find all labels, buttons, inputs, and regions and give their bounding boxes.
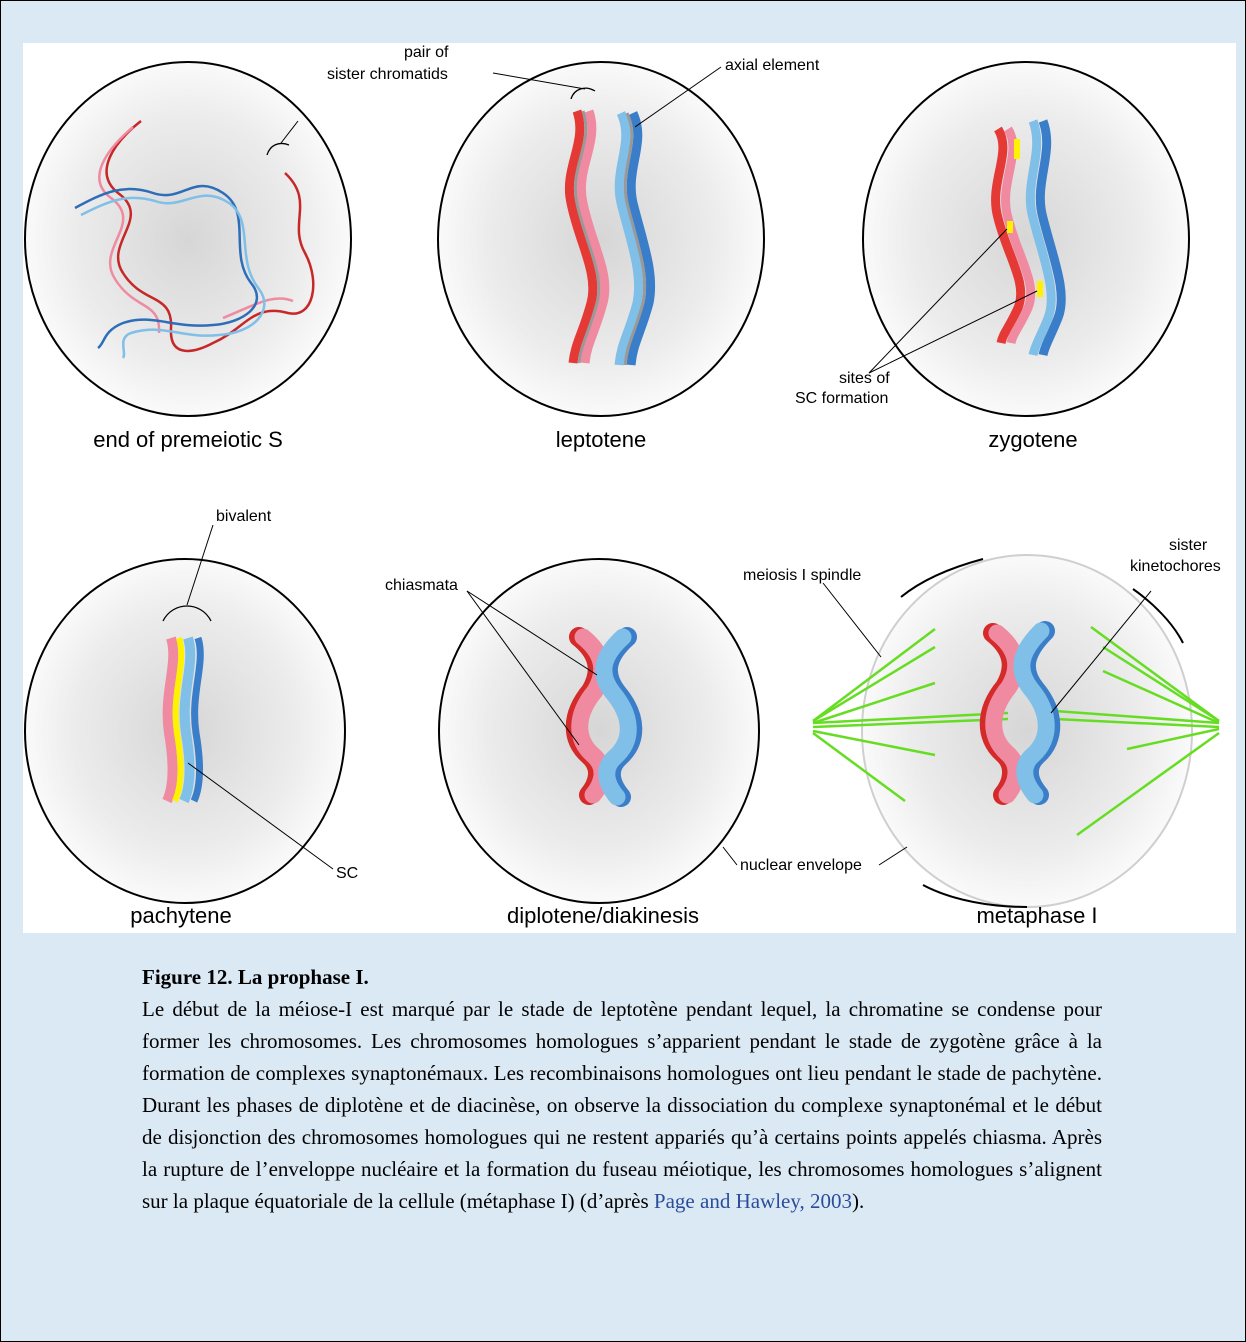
stage-label-diplotene: diplotene/diakinesis — [507, 903, 699, 928]
leader-line — [466, 590, 580, 746]
caption-title: Figure 12. La prophase I. — [142, 965, 369, 989]
chromosome-light-blue — [1013, 622, 1055, 804]
chromosome-light-blue — [179, 636, 196, 804]
envelope-fragment — [900, 558, 984, 598]
label-axial-element: axial element — [725, 57, 820, 74]
axial-element-left — [573, 110, 601, 364]
chromatid-light-blue — [80, 194, 266, 359]
leader-line — [822, 582, 882, 658]
stage-label-zygotene: zygotene — [988, 427, 1077, 452]
meiosis-diagram: pair of sister chromatids axial element … — [24, 44, 1221, 928]
figure-caption: Figure 12. La prophase I. Le début de la… — [142, 961, 1102, 1217]
nuclear-envelope — [862, 61, 1190, 417]
label-kinetochores: kinetochores — [1130, 558, 1221, 575]
leader-line — [634, 66, 722, 128]
chromosome-blue — [626, 111, 656, 366]
chromosome-light-blue — [595, 628, 637, 806]
chromosome-blue — [190, 636, 204, 803]
label-bivalent: bivalent — [216, 508, 272, 525]
leader-line — [187, 762, 334, 870]
cell-zygotene — [862, 61, 1190, 417]
stage-label-premeiotic-s: end of premeiotic S — [93, 427, 283, 452]
caption-body: Le début de la méiose-I est marqué par l… — [142, 997, 1102, 1213]
envelope-fragment — [922, 884, 1028, 908]
leader-line — [186, 524, 214, 606]
cell-premeiotic-s — [24, 61, 352, 417]
chromosome-red — [564, 109, 598, 364]
chromosome-light-blue — [614, 111, 644, 366]
chromosome-pink — [1001, 126, 1036, 345]
label-sites-of: sites of — [839, 370, 890, 387]
leader-line — [1050, 590, 1152, 714]
nuclear-envelope — [438, 558, 760, 904]
envelope-fragment — [1132, 588, 1184, 644]
stage-label-pachytene: pachytene — [130, 903, 232, 928]
cell-metaphase — [812, 554, 1220, 908]
label-sc-formation: SC formation — [795, 390, 888, 407]
chromosome-light-blue — [1025, 119, 1056, 357]
sc-site — [1014, 139, 1020, 159]
caption-text: Le début de la méiose-I est marqué par l… — [142, 993, 1102, 1217]
chromatid-pink — [98, 126, 294, 334]
cell-leptotene — [437, 61, 765, 417]
leader-line — [878, 846, 908, 866]
bivalent-bracket — [162, 605, 212, 622]
caption-end: ). — [852, 1189, 865, 1213]
cell-pachytene — [24, 524, 346, 904]
leader-line — [722, 846, 738, 866]
figure-diagram: pair of sister chromatids axial element … — [23, 43, 1236, 933]
stage-label-metaphase: metaphase I — [976, 903, 1097, 928]
nuclear-envelope — [24, 61, 352, 417]
meiosis-spindle — [812, 625, 1220, 837]
leader-line — [492, 72, 586, 90]
nuclear-envelope — [861, 554, 1193, 908]
citation-link[interactable]: Page and Hawley, 2003 — [653, 1189, 853, 1213]
chromosome-pink — [162, 636, 179, 804]
chromosome-red — [991, 126, 1026, 345]
sc-site — [1007, 221, 1013, 233]
sister-pair-bracket — [266, 142, 290, 156]
leader-line — [868, 228, 1008, 374]
label-sc: SC — [336, 865, 358, 882]
chromosome-pink — [576, 109, 610, 364]
leader-line — [868, 290, 1038, 374]
stage-label-leptotene: leptotene — [556, 427, 647, 452]
label-sister: sister — [1169, 537, 1208, 554]
axial-element-right — [623, 112, 647, 366]
chromatid-blue — [74, 184, 259, 350]
chromatid-red — [105, 120, 315, 353]
label-nuclear-envelope: nuclear envelope — [740, 857, 862, 874]
sc-site — [1037, 281, 1043, 297]
leader-line — [280, 120, 299, 144]
sister-pair-bracket — [570, 87, 596, 100]
leader-line — [466, 590, 598, 676]
label-chiasmata: chiasmata — [385, 577, 458, 594]
label-meiosis-spindle: meiosis I spindle — [743, 567, 861, 584]
nuclear-envelope — [437, 61, 765, 417]
cell-diplotene — [438, 558, 760, 904]
synaptonemal-complex — [172, 637, 185, 803]
label-sister-chromatids: sister chromatids — [327, 66, 448, 83]
label-pair-of: pair of — [404, 44, 449, 61]
chromosome-blue — [1035, 119, 1066, 357]
